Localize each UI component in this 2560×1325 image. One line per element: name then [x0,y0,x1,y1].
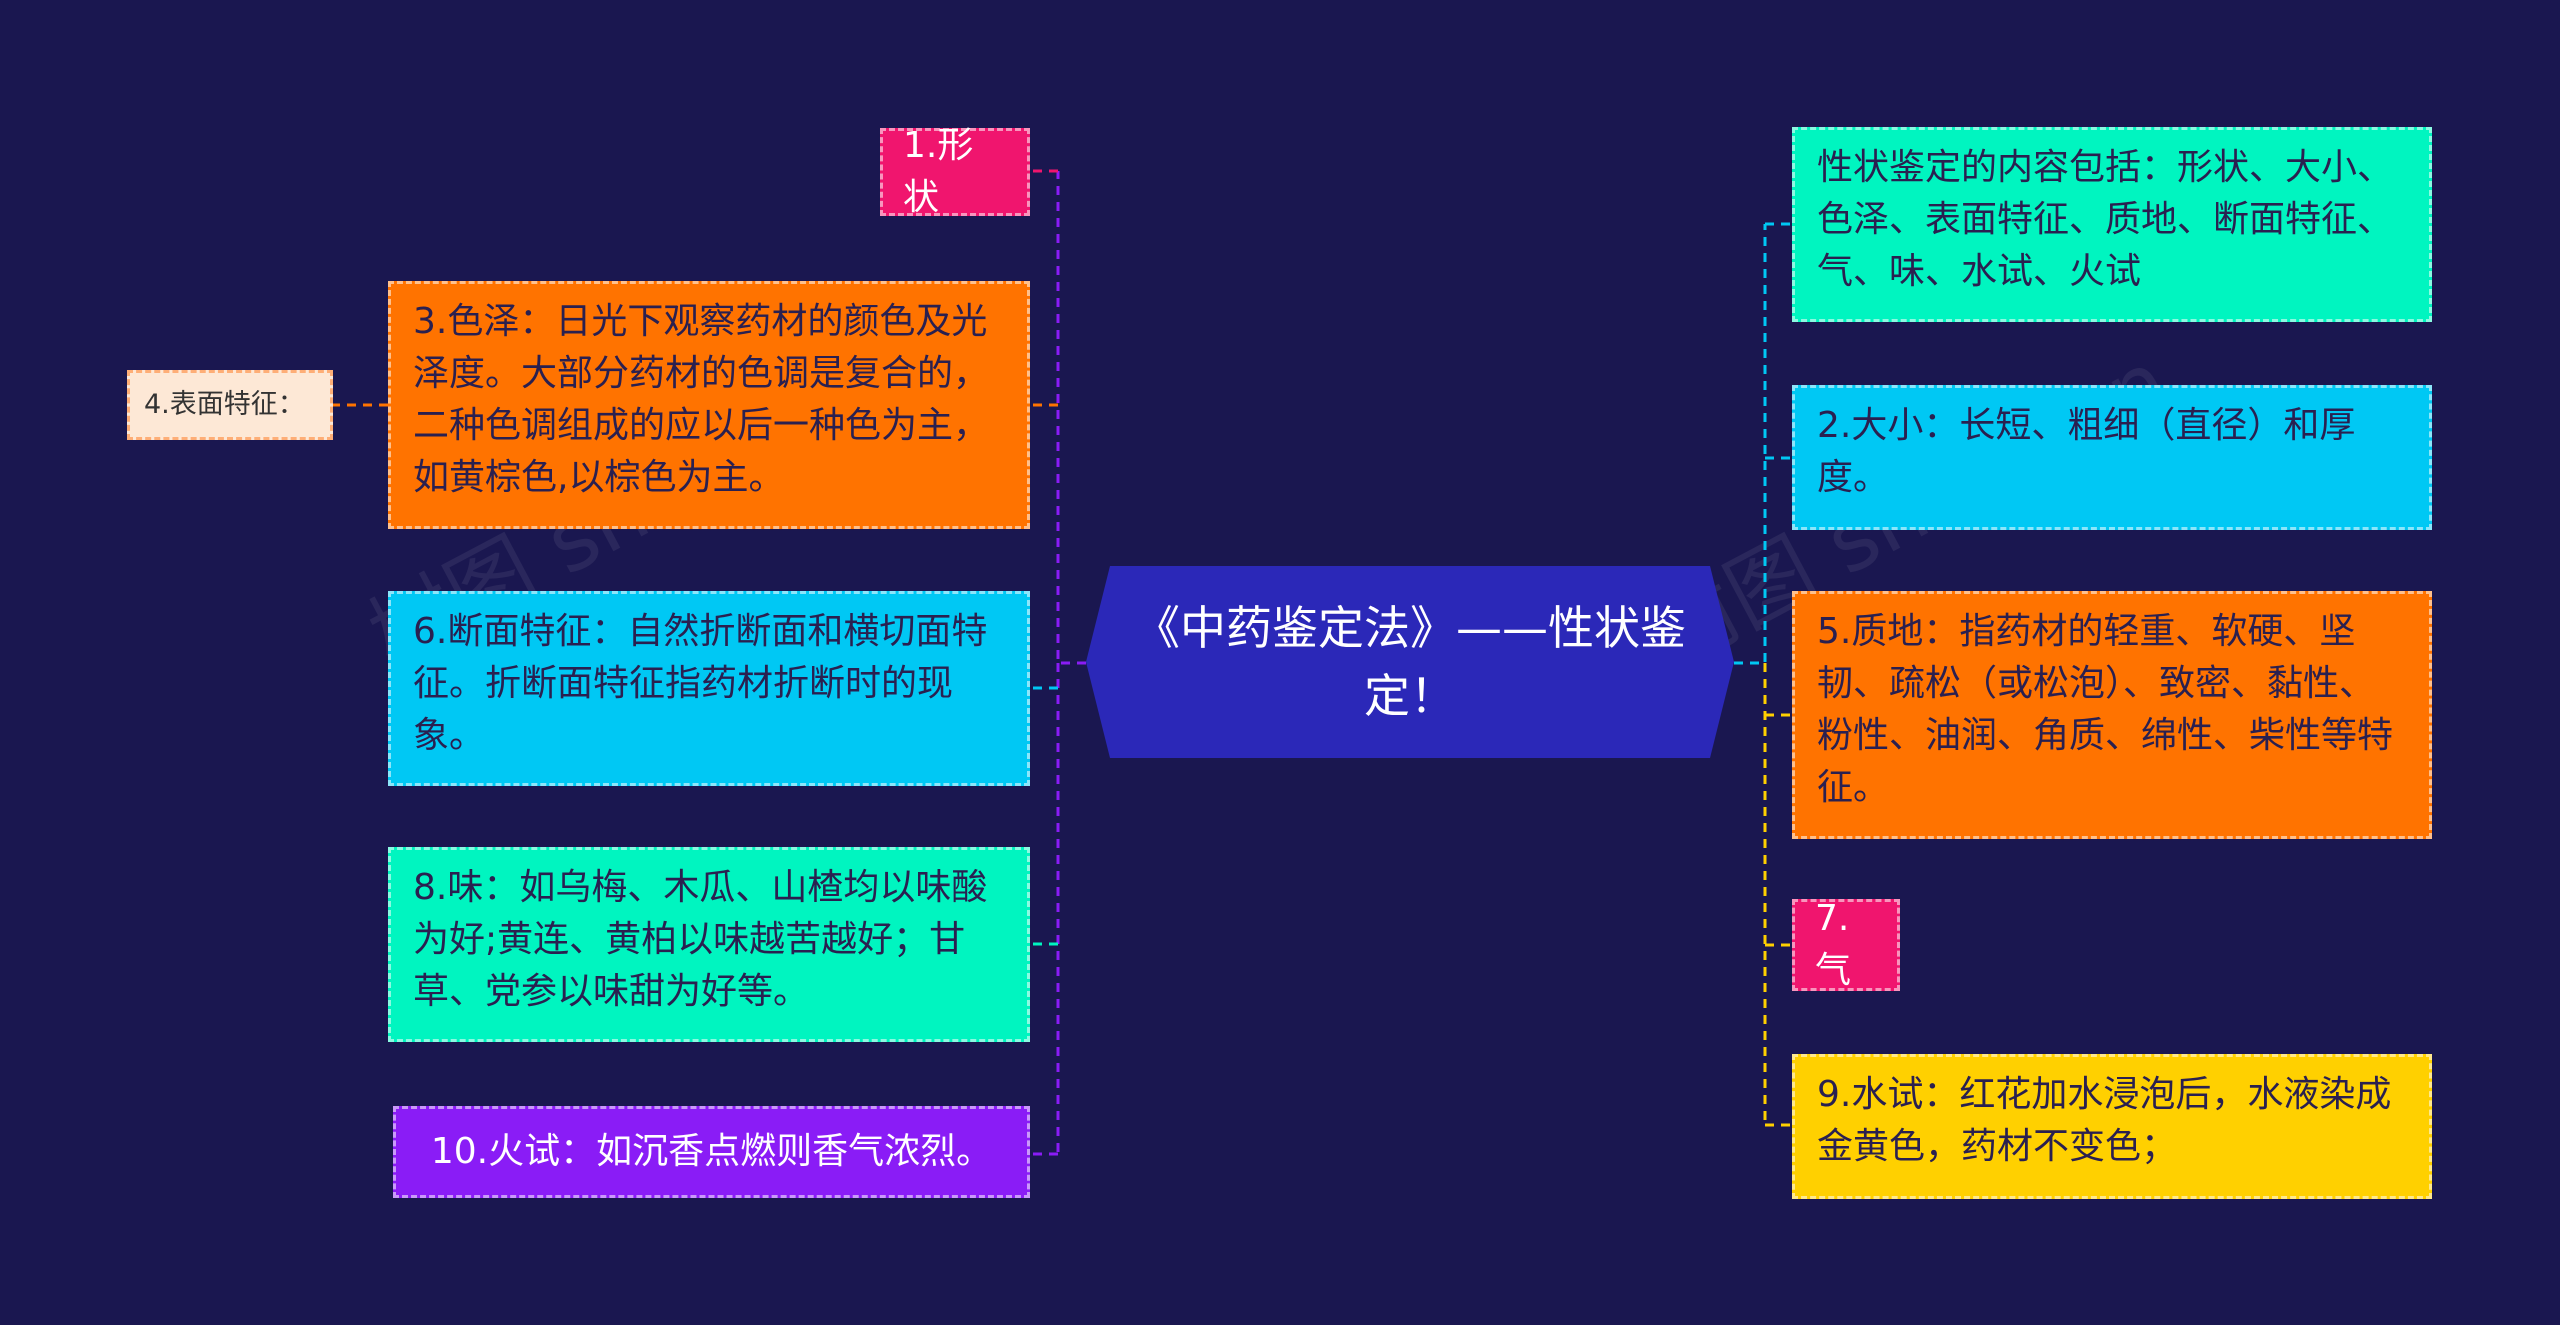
topic-color[interactable]: 3.色泽：日光下观察药材的颜色及光泽度。大部分药材的色调是复合的，二种色调组成的… [388,281,1030,529]
topic-taste[interactable]: 8.味：如乌梅、木瓜、山楂均以味酸为好;黄连、黄柏以味越苦越好；甘草、党参以味甜… [388,847,1030,1042]
central-topic-label: 《中药鉴定法》——性状鉴定！ [1134,601,1686,723]
topic-overview[interactable]: 性状鉴定的内容包括：形状、大小、色泽、表面特征、质地、断面特征、气、味、水试、火… [1792,127,2432,322]
topic-shape[interactable]: 1.形状 [880,125,1030,218]
left-trunk-line [1056,171,1086,665]
topic-fracture-features[interactable]: 6.断面特征：自然折断面和横切面特征。折断面特征指药材折断时的现象。 [388,591,1030,786]
topic-surface-features[interactable]: 4.表面特征： [127,370,333,440]
right-trunk-line [1734,224,1767,665]
topic-water-test[interactable]: 9.水试：红花加水浸泡后，水液染成金黄色，药材不变色； [1792,1054,2432,1199]
topic-fire-test[interactable]: 10.火试：如沉香点燃则香气浓烈。 [393,1106,1030,1198]
topic-shape-label: 1.形状 [903,125,974,218]
topic-fire-test-label: 10.火试：如沉香点燃则香气浓烈。 [430,1131,993,1172]
topic-odor[interactable]: 7.气 [1792,898,1900,991]
topic-texture[interactable]: 5.质地：指药材的轻重、软硬、坚韧、疏松（或松泡）、致密、黏性、粉性、油润、角质… [1792,591,2432,839]
central-topic-shape [1086,566,1734,758]
topic-size[interactable]: 2.大小：长短、粗细（直径）和厚度。 [1792,385,2432,530]
topic-odor-label: 7.气 [1815,898,1852,991]
central-topic[interactable]: 《中药鉴定法》——性状鉴定！ [1086,566,1734,758]
